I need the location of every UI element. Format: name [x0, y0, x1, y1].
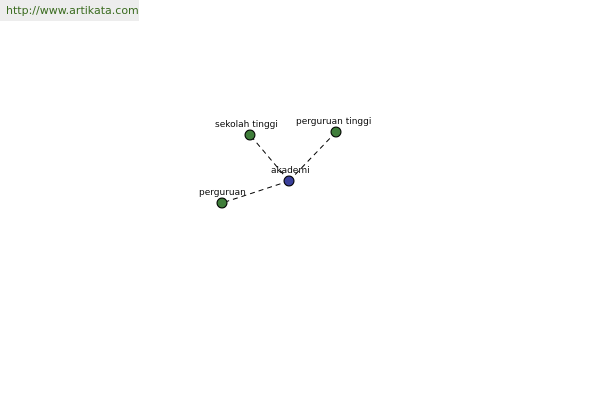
node-n2[interactable]: [330, 126, 342, 138]
node-center[interactable]: [283, 175, 295, 187]
node-label-n1[interactable]: sekolah tinggi: [215, 120, 278, 130]
nodes-layer: [216, 126, 342, 209]
node-n3[interactable]: [216, 197, 228, 209]
edge-center-n1: [249, 134, 290, 182]
node-n1[interactable]: [244, 129, 256, 141]
labels-layer: akademi sekolah tinggi perguruan tinggi per…: [199, 117, 371, 198]
watermark-url[interactable]: http://www.artikata.com: [0, 0, 139, 21]
edge-center-n2: [288, 131, 337, 182]
node-label-n3[interactable]: perguruan: [199, 188, 246, 198]
node-label-n2[interactable]: perguruan tinggi: [296, 117, 371, 127]
edge-center-n3: [221, 180, 290, 204]
edges-layer: [221, 131, 337, 204]
node-label-center[interactable]: akademi: [271, 166, 310, 176]
